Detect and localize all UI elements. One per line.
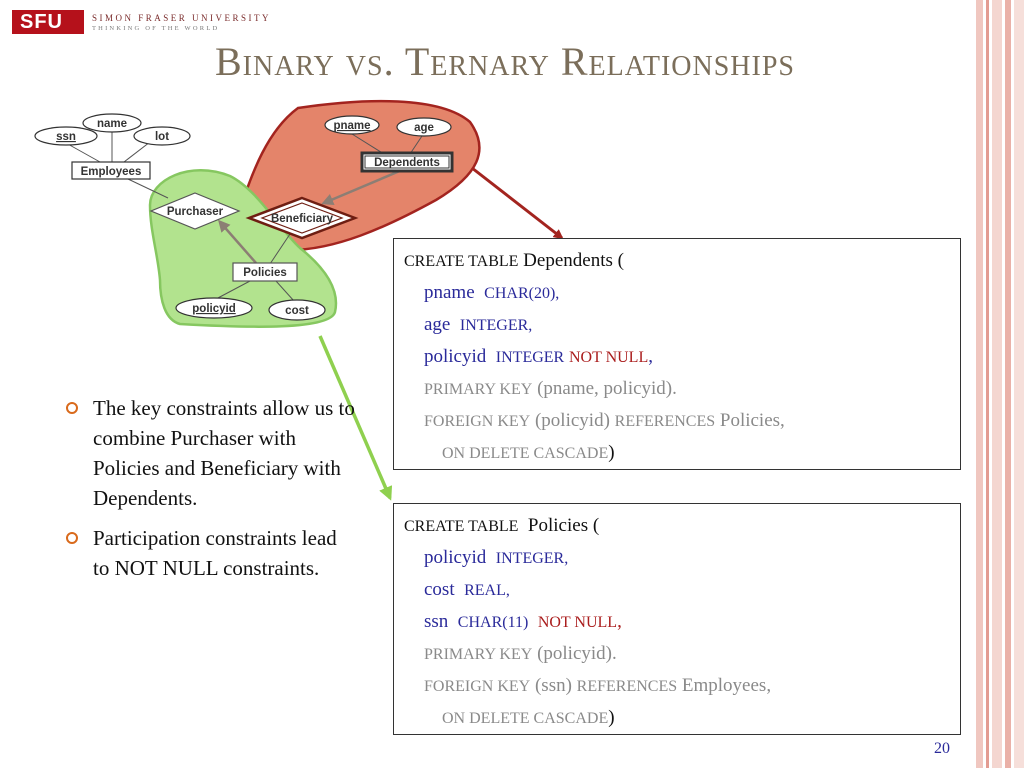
sql-dep-header: CREATE TABLE Dependents (	[404, 250, 624, 271]
lot-employees-line	[123, 141, 151, 163]
rel-beneficiary-label: Beneficiary	[271, 213, 334, 225]
slide-title: Binary vs. Ternary Relationships	[214, 39, 795, 84]
logo-mark: SFU	[12, 10, 84, 34]
logo-university: SIMON FRASER UNIVERSITY	[92, 12, 272, 23]
side-stripe-3	[992, 0, 1002, 768]
attr-name-label: name	[97, 118, 127, 130]
attr-policyid	[175, 297, 253, 319]
bullet-item: Participation constraints lead to NOT NU…	[66, 523, 356, 583]
logo-tagline: THINKING OF THE WORLD	[92, 24, 220, 32]
sql-dep-primary-key: PRIMARY KEY (pname, policyid).	[424, 378, 677, 399]
beneficiary-policies-line	[269, 233, 291, 265]
er-diagram: name ssn lot Employees pname age Depende…	[34, 99, 564, 501]
attr-age	[396, 117, 452, 137]
cost-policies-line	[275, 280, 295, 302]
attr-ssn	[34, 126, 98, 146]
side-stripe-4	[1005, 0, 1011, 768]
attr-ssn-label: ssn	[56, 131, 76, 143]
red-arrow	[471, 166, 564, 240]
sql-pol-header: CREATE TABLE Policies (	[404, 515, 600, 536]
ssn-employees-line	[65, 142, 101, 163]
attr-lot-label: lot	[155, 131, 169, 143]
sql-dep-on-delete: ON DELETE CASCADE)	[442, 442, 615, 463]
bullet-item: The key constraints allow us to combine …	[66, 393, 356, 513]
side-stripe-5	[1014, 0, 1024, 768]
sfu-logo: SFU SIMON FRASER UNIVERSITY THINKING OF …	[12, 10, 271, 34]
attr-cost	[268, 299, 326, 321]
age-dependents-line	[409, 135, 423, 155]
attr-cost-label: cost	[285, 305, 309, 317]
rel-beneficiary	[245, 196, 359, 240]
entity-dependents	[360, 151, 454, 173]
rel-purchaser-label: Purchaser	[167, 206, 224, 218]
attr-policyid-label: policyid	[192, 303, 235, 315]
slide-number: 20	[934, 740, 950, 757]
sql-pol-foreign-key: FOREIGN KEY (ssn) REFERENCES Employees,	[424, 675, 772, 696]
sql-dep-col-pname: pname CHAR(20),	[424, 282, 560, 303]
side-stripe-2	[986, 0, 989, 768]
sql-pol-col-ssn: ssn CHAR(11) NOT NULL,	[424, 611, 622, 632]
bullet-circle-icon	[66, 532, 78, 544]
entity-policies	[232, 262, 298, 282]
sql-dep-col-policyid: policyid INTEGER NOT NULL,	[424, 346, 653, 367]
entity-employees	[71, 161, 151, 180]
attr-pname	[324, 115, 380, 135]
pname-dependents-line	[351, 133, 385, 155]
green-arrow	[318, 335, 393, 501]
sql-pol-col-policyid: policyid INTEGER,	[424, 547, 569, 568]
attr-lot	[133, 126, 191, 146]
sql-policies-box: CREATE TABLE Policies ( policyid INTEGER…	[393, 503, 961, 735]
sql-dep-col-age: age INTEGER,	[424, 314, 533, 335]
attr-pname-label: pname	[333, 120, 370, 132]
attr-age-label: age	[414, 122, 434, 134]
entity-dependents-label: Dependents	[374, 157, 440, 169]
policies-purchaser-arrow	[218, 219, 257, 264]
sql-pol-primary-key: PRIMARY KEY (policyid).	[424, 643, 617, 664]
sql-dep-foreign-key: FOREIGN KEY (policyid) REFERENCES Polici…	[424, 410, 785, 431]
policyid-policies-line	[215, 280, 251, 300]
sql-pol-on-delete: ON DELETE CASCADE)	[442, 707, 615, 728]
side-stripe-1	[976, 0, 983, 768]
bullet-circle-icon	[66, 402, 78, 414]
sql-pol-col-cost: cost REAL,	[424, 579, 510, 600]
employees-purchaser-line	[127, 178, 169, 199]
entity-policies-label: Policies	[243, 267, 286, 279]
rel-purchaser	[149, 192, 241, 230]
attr-name	[82, 113, 142, 133]
entity-employees-label: Employees	[81, 166, 142, 178]
sql-dependents-box: CREATE TABLE Dependents ( pname CHAR(20)…	[393, 238, 961, 470]
bullet-list: The key constraints allow us to combine …	[66, 393, 356, 593]
dependents-beneficiary-arrow	[321, 168, 403, 206]
